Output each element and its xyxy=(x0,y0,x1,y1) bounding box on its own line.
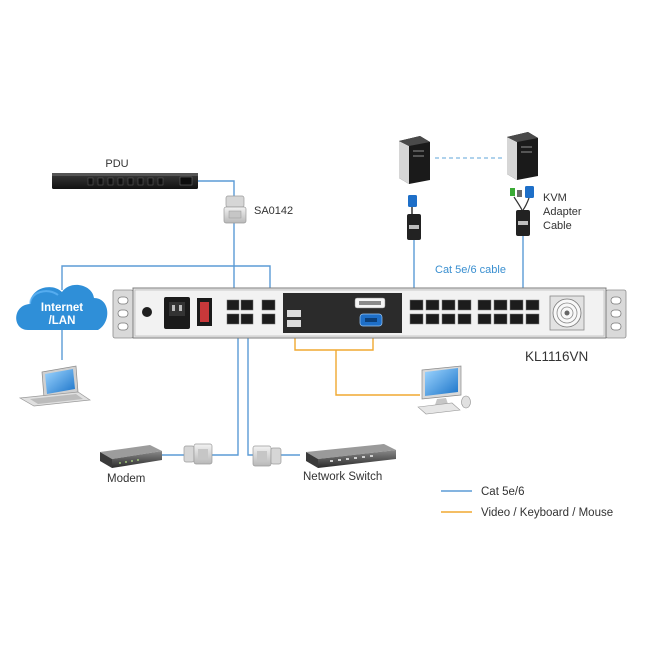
network-ports xyxy=(226,299,276,325)
kvm-adapter-label-line3: Cable xyxy=(543,220,572,232)
legend-label-video: Video / Keyboard / Mouse xyxy=(481,507,613,519)
kvm-cable-icon xyxy=(407,195,421,240)
fan-icon xyxy=(549,295,585,331)
monitor-icon xyxy=(417,365,471,415)
laptop-icon xyxy=(18,365,91,407)
switch-icon xyxy=(306,444,396,468)
legend: Cat 5e/6 Video / Keyboard / Mouse xyxy=(441,486,613,519)
switch-line xyxy=(247,318,300,456)
lan-line xyxy=(61,265,271,302)
video-bracket xyxy=(294,337,374,351)
cloud-icon: Internet /LAN xyxy=(16,284,108,330)
kvm-switch-device xyxy=(112,287,627,339)
modem-line xyxy=(160,318,239,456)
kvm-cable-icon xyxy=(510,186,534,236)
adapter-icon xyxy=(183,443,213,465)
cat-cable-label: Cat 5e/6 cable xyxy=(435,264,506,276)
power-switch-icon xyxy=(197,298,212,326)
console-module xyxy=(283,293,402,333)
pdu-label: PDU xyxy=(105,158,128,170)
model-label: KL1116VN xyxy=(525,349,588,364)
internet-label-line1: Internet xyxy=(41,302,83,314)
server-icon xyxy=(399,136,430,184)
power-inlet-icon xyxy=(164,297,190,329)
network-switch-label: Network Switch xyxy=(303,471,382,483)
pdu-to-kvm-line xyxy=(197,180,235,302)
modem-label: Modem xyxy=(107,473,145,485)
sa0142-adapter-icon xyxy=(223,195,247,224)
kvm-adapter-label-line1: KVM xyxy=(543,192,567,204)
kvm-adapter-label-line2: Adapter xyxy=(543,206,582,218)
adapter-icon xyxy=(252,445,282,467)
ground-screw-icon xyxy=(142,307,152,317)
video-kvm-lines xyxy=(294,337,420,396)
pdu-icon xyxy=(52,173,198,189)
kvm-ports xyxy=(409,299,540,325)
internet-label-line2: /LAN xyxy=(49,315,76,327)
modem-icon xyxy=(100,445,162,468)
legend-label-cat: Cat 5e/6 xyxy=(481,486,524,498)
server-icon xyxy=(507,132,538,180)
video-to-console-line xyxy=(335,350,420,396)
sa0142-label: SA0142 xyxy=(254,205,293,217)
mouse-icon xyxy=(461,395,471,409)
